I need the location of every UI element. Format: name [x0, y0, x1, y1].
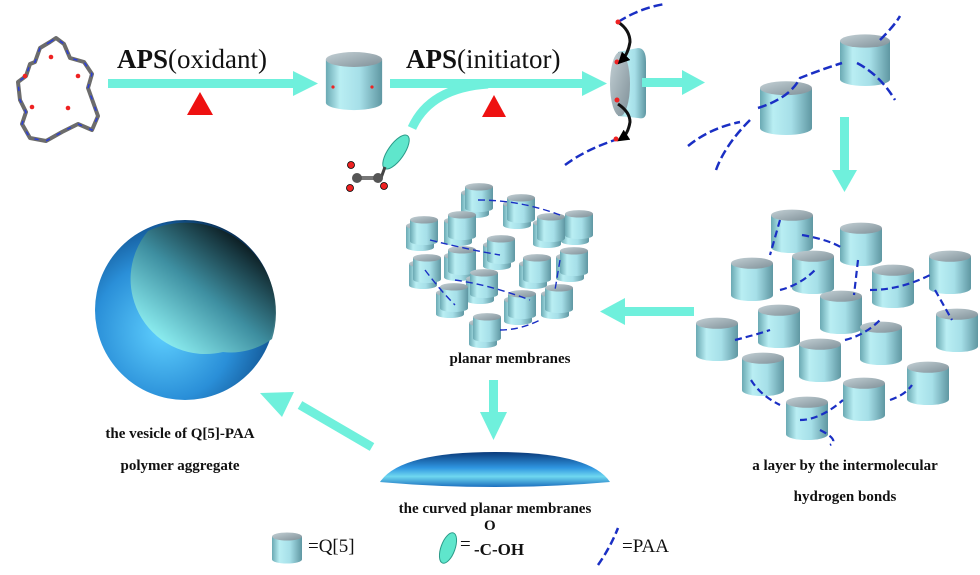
q5-cylinder	[560, 247, 588, 276]
q5-polymerizing-cylinder	[564, 2, 666, 167]
paa-chain	[801, 233, 843, 249]
q5-cylinder	[786, 396, 828, 440]
legend-q5-cylinder-icon	[272, 532, 302, 564]
paa-chain	[429, 239, 501, 256]
q5-cylinder	[448, 246, 476, 275]
q5-cylinder	[413, 254, 441, 283]
q5-cylinder	[907, 361, 949, 405]
q5-cylinder	[448, 211, 476, 240]
q5-cylinder	[840, 222, 882, 266]
paa-chain	[750, 379, 781, 406]
q5-cylinder	[758, 304, 800, 348]
legend-cooh-formula: -C-OH	[474, 540, 525, 559]
legend-cooh-oxygen: O	[484, 518, 496, 534]
q5-cylinder	[523, 254, 551, 283]
vesicle-caption-line2: polymer aggregate	[120, 458, 240, 474]
arrow-to-vesicle	[260, 392, 375, 451]
arrow-to-polymer	[642, 70, 705, 95]
arrow-initiation	[390, 71, 607, 131]
q5-cylinder	[545, 284, 573, 313]
planar-membranes-stack	[406, 183, 593, 348]
arrow-down-to-layer	[832, 117, 857, 192]
heat-triangle-icon	[482, 95, 506, 117]
step2-label: APS(initiator)	[406, 44, 561, 74]
step1-label: APS(oxidant)	[117, 44, 267, 74]
paa-chain	[779, 269, 816, 292]
q5-cylinder	[440, 283, 468, 312]
q5-cylinder	[470, 269, 498, 298]
paa-chain	[852, 259, 860, 296]
q5-cylinder	[537, 213, 565, 242]
q5-cylinder	[799, 338, 841, 382]
paa-chain	[844, 319, 881, 342]
paa-chain	[499, 319, 541, 331]
q5-cylinder	[507, 194, 535, 223]
q5-cylinder	[872, 264, 914, 308]
legend-cooh-ellipse-icon	[438, 532, 458, 564]
paa-chain	[424, 269, 456, 306]
acrylic-acid-molecule-icon	[346, 134, 410, 192]
q5-cylinder	[820, 290, 862, 334]
q5-cylinder	[565, 210, 593, 239]
curved-membranes-caption: the curved planar membranes	[398, 501, 592, 517]
q5-cylinder	[325, 52, 383, 111]
paa-chain	[554, 259, 561, 291]
vesicle-sphere	[95, 220, 276, 400]
legend-paa-label: =PAA	[622, 536, 669, 557]
paa-chain	[869, 274, 931, 292]
layer-caption-line2: hydrogen bonds	[793, 489, 897, 505]
q5-paa-pair	[687, 15, 902, 171]
paa-chain	[819, 429, 835, 446]
paa-chain	[454, 279, 531, 301]
q5-cylinder	[742, 352, 784, 396]
paa-chain	[734, 328, 771, 342]
arrow-to-curved	[480, 380, 507, 440]
legend-cooh-equals: =	[460, 534, 471, 555]
q5-cylinder	[929, 250, 971, 294]
q5-cylinder	[473, 313, 501, 342]
vesicle-caption-line1: the vesicle of Q[5]-PAA	[105, 426, 255, 442]
q5-cylinder	[936, 308, 978, 352]
macrocycle-molecule-icon	[16, 36, 100, 143]
arrow-to-planar	[600, 298, 694, 325]
curved-membrane-lens	[380, 452, 610, 487]
paa-chain	[768, 219, 782, 256]
legend-q5-label: =Q[5]	[308, 536, 355, 557]
paa-chain	[934, 289, 953, 321]
q5-cylinder	[696, 317, 738, 361]
layer-caption-line1: a layer by the intermolecular	[752, 458, 938, 474]
q5-cylinder	[860, 321, 902, 365]
q5-cylinder	[465, 183, 493, 212]
arrow-oxidation	[108, 71, 318, 96]
q5-cylinder	[843, 377, 885, 421]
legend-paa-chain-icon	[596, 527, 620, 566]
hydrogen-bonded-layer	[696, 209, 978, 446]
paa-chain	[799, 399, 844, 422]
paa-chain	[889, 384, 913, 402]
q5-cylinder	[487, 235, 515, 264]
heat-triangle-icon	[187, 92, 213, 115]
q5-cylinder	[731, 257, 773, 301]
planar-membranes-caption: planar membranes	[449, 351, 571, 367]
